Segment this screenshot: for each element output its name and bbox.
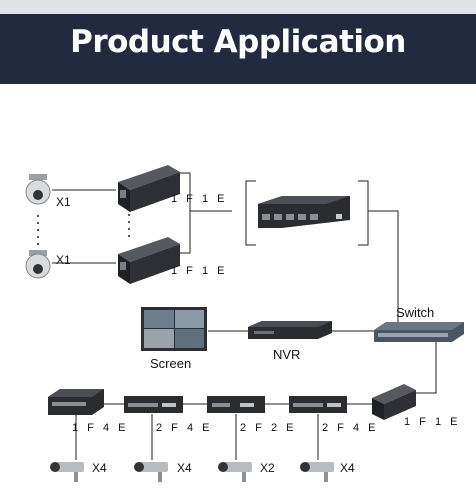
camera-count-label: X4	[92, 461, 107, 475]
fiber-switch-icon	[124, 396, 183, 413]
fiber-switch-icon	[48, 389, 104, 415]
converter-label: 1 F 1 E	[171, 265, 227, 277]
screen-label: Screen	[150, 356, 191, 371]
nvr-label: NVR	[273, 347, 300, 362]
network-switch-icon	[374, 322, 464, 342]
switch-label: Switch	[396, 305, 434, 320]
bullet-camera-icon	[134, 462, 168, 482]
bullet-camera-icon	[50, 462, 84, 482]
converter-chassis-icon	[258, 196, 350, 228]
fiber-switch-icon	[289, 396, 347, 413]
dome-camera-icon	[26, 174, 50, 204]
nvr-icon	[248, 321, 332, 339]
converter-label: 1 F 1 E	[171, 193, 227, 205]
unit-label: 1 F 4 E	[72, 422, 128, 434]
bullet-camera-icon	[300, 462, 334, 482]
camera-count-label: X1	[56, 253, 71, 267]
monitor-screen-icon	[141, 307, 207, 351]
converter-label: 1 F 1 E	[404, 416, 460, 428]
dome-camera-icon	[26, 250, 50, 278]
bullet-camera-icon	[218, 462, 252, 482]
unit-label: 2 F 4 E	[156, 422, 212, 434]
unit-label: 2 F 4 E	[322, 422, 378, 434]
camera-count-label: X4	[177, 461, 192, 475]
camera-count-label: X2	[260, 461, 275, 475]
camera-count-label: X1	[56, 195, 71, 209]
unit-label: 2 F 2 E	[240, 422, 296, 434]
camera-count-label: X4	[340, 461, 355, 475]
media-converter-icon	[372, 384, 416, 420]
fiber-switch-icon	[207, 396, 265, 413]
